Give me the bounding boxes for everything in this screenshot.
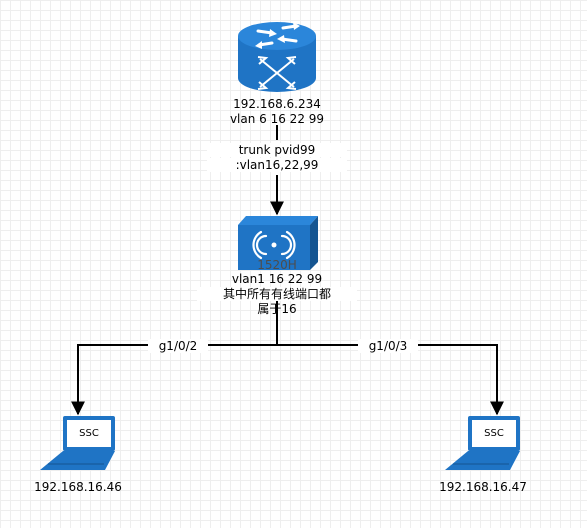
port-label-left: g1/0/2 [148,339,208,353]
ap-vlan-label: vlan1 16 22 99 [231,272,323,286]
port-label-right: g1/0/3 [358,339,418,353]
ap-model-label: 1520H [257,258,297,272]
laptop-icon-right[interactable] [445,416,520,470]
right-branch-link [277,344,504,416]
laptop-icon-left[interactable] [40,416,115,470]
ap-note-line2: 属于16 [257,302,297,316]
laptop-screen-text-right: SSC [484,428,504,439]
router-vlan-label: vlan 6 16 22 99 [229,112,325,126]
trunk-label-pvid: trunk pvid99 [207,143,347,157]
router-ip-label: 192.168.6.234 [233,97,321,111]
ap-note-line1: 其中所有有线端口都 [197,287,357,301]
client-ip-left: 192.168.16.46 [34,480,122,494]
left-branch-link [71,344,277,416]
client-ip-right: 192.168.16.47 [439,480,527,494]
laptop-screen-text-left: SSC [79,428,99,439]
router-icon[interactable] [238,22,316,92]
trunk-label-vlans: :vlan16,22,99 [207,158,347,172]
wireless-ap-icon[interactable] [238,216,318,270]
